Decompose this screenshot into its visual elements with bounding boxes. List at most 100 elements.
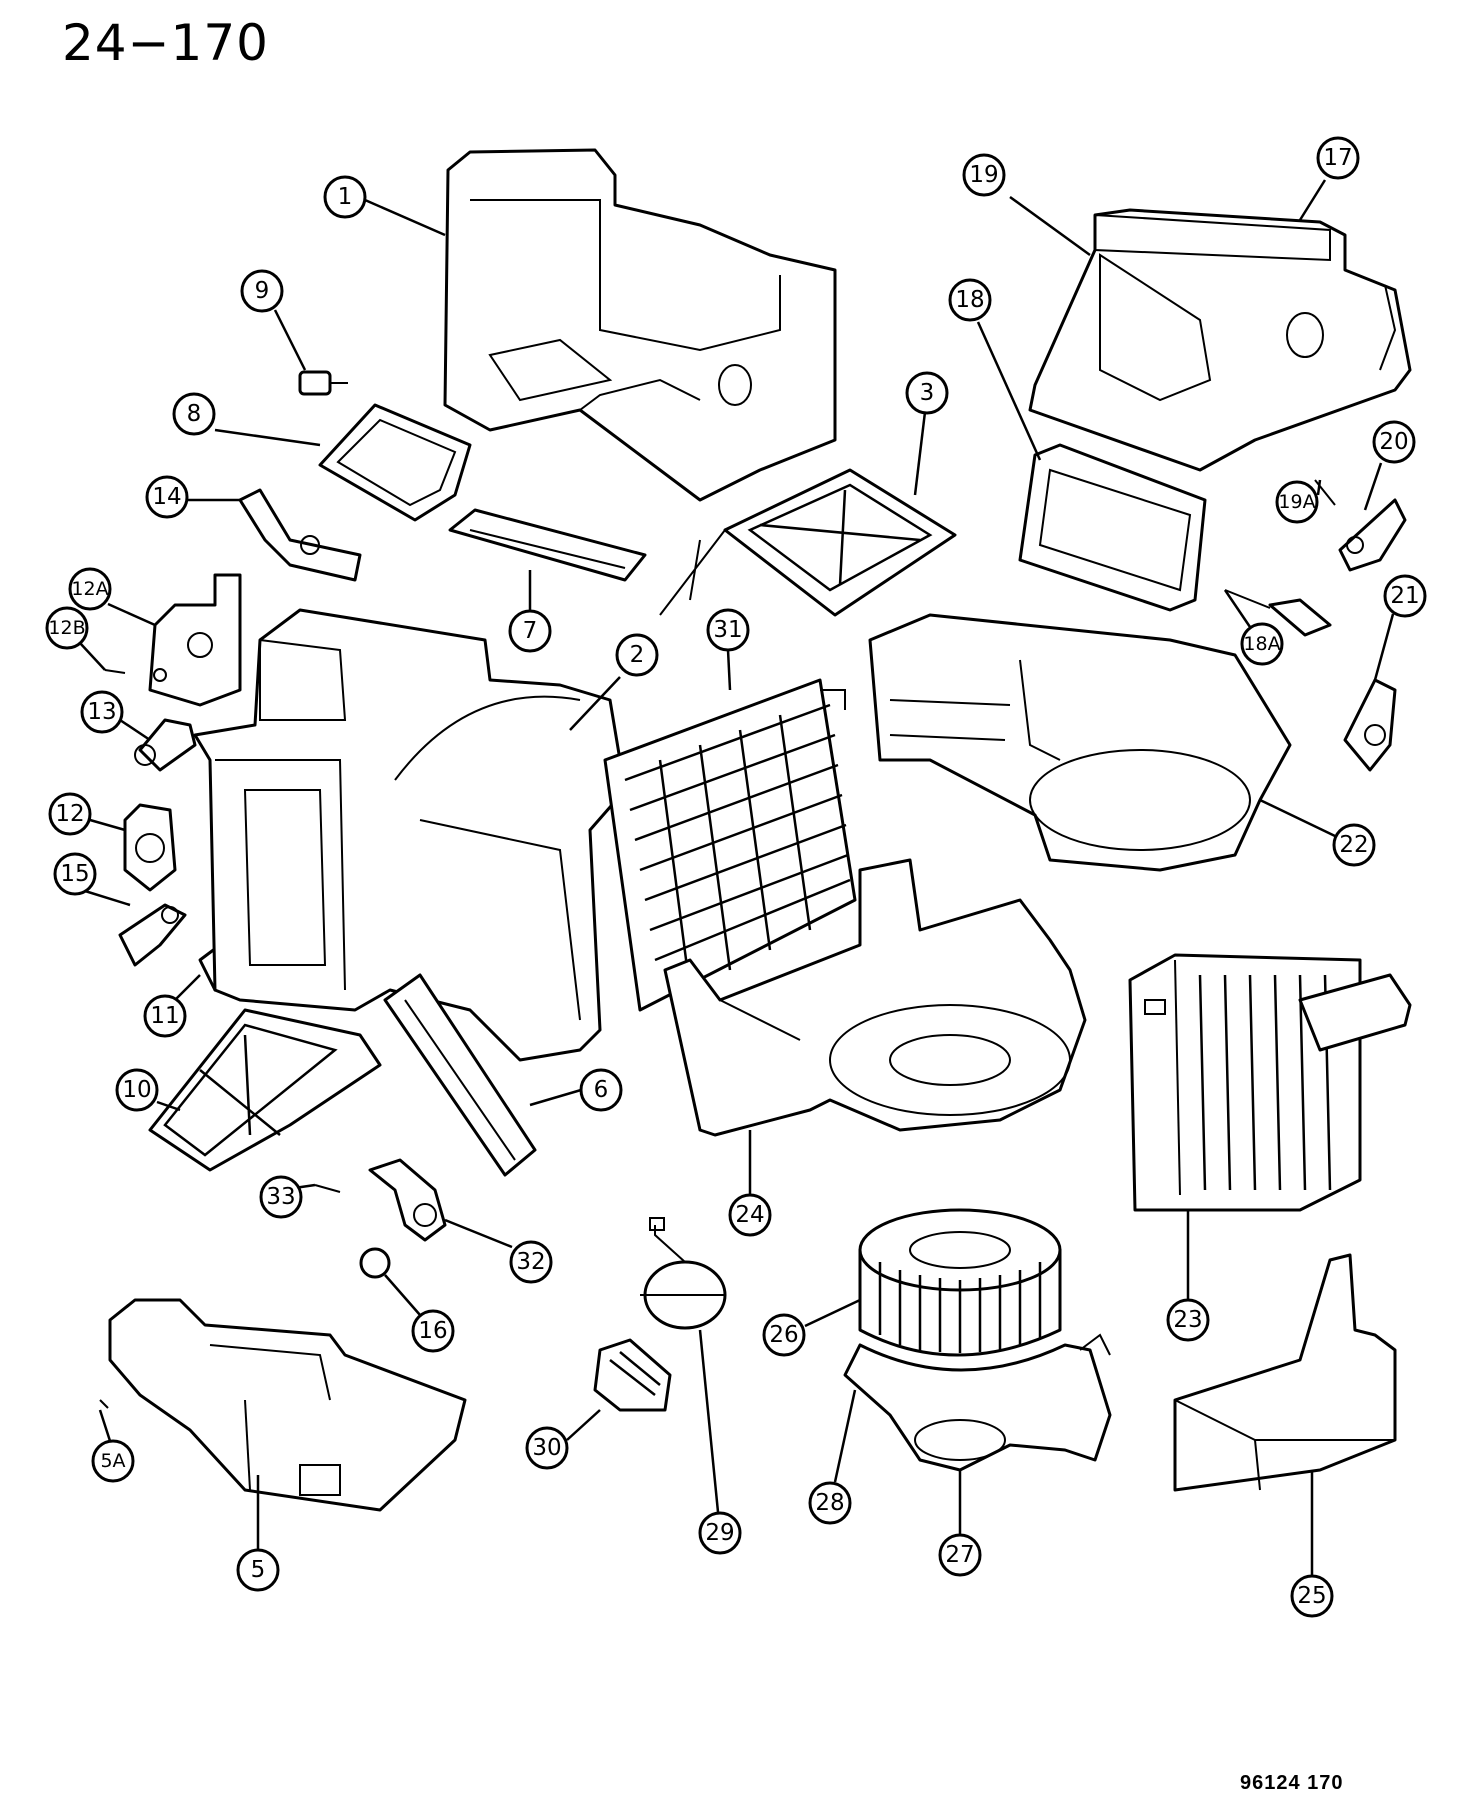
part-15-cam [118, 903, 187, 967]
callout-13: 13 [80, 690, 124, 734]
callout-label: 29 [705, 1520, 734, 1546]
part-28-motor-mount [843, 1333, 1112, 1472]
callout-18: 18 [948, 278, 992, 322]
callout-label: 23 [1173, 1307, 1202, 1333]
callout-label: 12A [71, 578, 108, 600]
part-3-filter-door [659, 468, 957, 617]
callout-label: 12B [48, 617, 85, 639]
callout-18A: 18A [1240, 622, 1284, 666]
callout-label: 27 [945, 1542, 974, 1568]
part-1-upper-housing [443, 148, 837, 502]
part-21-clip [1343, 678, 1397, 772]
callout-label: 10 [122, 1077, 151, 1103]
callout-label: 24 [735, 1202, 764, 1228]
callout-27: 27 [938, 1533, 982, 1577]
callout-label: 5A [100, 1450, 125, 1472]
part-16-gear [359, 1247, 391, 1279]
callout-label: 33 [266, 1184, 295, 1210]
callout-5: 5 [236, 1548, 280, 1592]
callout-19: 19 [962, 153, 1006, 197]
part-23-evaporator [1128, 953, 1412, 1212]
callout-label: 16 [418, 1318, 447, 1344]
part-29-resistor [640, 1217, 727, 1330]
callout-22: 22 [1332, 823, 1376, 867]
callout-label: 11 [150, 1003, 179, 1029]
part-2-main-housing [193, 608, 627, 1062]
callout-label: 19 [969, 162, 998, 188]
callout-30: 30 [525, 1426, 569, 1470]
callout-label: 30 [532, 1435, 561, 1461]
callout-label: 5 [251, 1557, 266, 1583]
callout-12A: 12A [68, 567, 112, 611]
figure-code: 96124 170 [1240, 1772, 1344, 1794]
callout-15: 15 [53, 852, 97, 896]
callout-33: 33 [259, 1175, 303, 1219]
callout-11: 11 [143, 994, 187, 1038]
callout-23: 23 [1166, 1298, 1210, 1342]
part-18-filter-frame [1018, 443, 1207, 612]
part-25-side-panel [1173, 1253, 1397, 1492]
callout-9: 9 [240, 269, 284, 313]
callout-label: 21 [1390, 583, 1419, 609]
callout-14: 14 [145, 475, 189, 519]
part-20-clip [1338, 498, 1407, 572]
part-13-cam [134, 718, 197, 772]
callout-label: 15 [60, 861, 89, 887]
part-18A-sensor [1224, 589, 1332, 637]
callout-label: 2 [630, 642, 645, 668]
leader-lines [79, 179, 1395, 1575]
callout-26: 26 [762, 1313, 806, 1357]
part-33-screw [314, 1184, 341, 1193]
callout-label: 17 [1323, 145, 1352, 171]
part-7-door [448, 508, 647, 582]
callout-16: 16 [411, 1309, 455, 1353]
callout-label: 28 [815, 1490, 844, 1516]
callout-8: 8 [172, 392, 216, 436]
callout-29: 29 [698, 1511, 742, 1555]
callout-label: 12 [55, 801, 84, 827]
callout-label: 32 [516, 1249, 545, 1275]
part-32-lever [368, 1158, 447, 1242]
callout-label: 19A [1278, 491, 1315, 513]
callout-label: 8 [187, 401, 202, 427]
callout-21: 21 [1383, 574, 1427, 618]
callout-1: 1 [323, 175, 367, 219]
part-12B-screw [104, 669, 126, 674]
part-12A-actuator [148, 573, 242, 707]
part-12-gear-actuator [123, 803, 177, 892]
part-30-resistor-block [593, 1338, 672, 1412]
part-24-lower-housing [663, 858, 1087, 1137]
callout-label: 26 [769, 1322, 798, 1348]
part-14-door-lever [238, 488, 362, 582]
part-10-outlet [148, 1008, 382, 1172]
callout-label: 31 [713, 617, 742, 643]
callout-32: 32 [509, 1240, 553, 1284]
callout-19A: 19A [1275, 480, 1319, 524]
callout-label: 18A [1243, 633, 1280, 655]
callout-12: 12 [48, 792, 92, 836]
callout-10: 10 [115, 1068, 159, 1112]
callout-31: 31 [706, 608, 750, 652]
callout-2: 2 [615, 633, 659, 677]
callout-label: 7 [523, 618, 538, 644]
callout-12B: 12B [45, 606, 89, 650]
part-5A-screw [99, 1399, 109, 1409]
callout-label: 22 [1339, 832, 1368, 858]
callout-label: 9 [255, 278, 270, 304]
callout-17: 17 [1316, 136, 1360, 180]
callout-28: 28 [808, 1481, 852, 1525]
callout-24: 24 [728, 1193, 772, 1237]
part-6-door [383, 973, 537, 1177]
callout-20: 20 [1372, 420, 1416, 464]
callout-5A: 5A [91, 1439, 135, 1483]
callout-label: 13 [87, 699, 116, 725]
part-8-gasket [318, 403, 472, 522]
part-31-heater-core [603, 678, 857, 1012]
part-22-blower-housing [868, 613, 1292, 872]
part-17-19-top-duct [1028, 208, 1412, 472]
callout-label: 3 [920, 380, 935, 406]
callout-7: 7 [508, 609, 552, 653]
callout-25: 25 [1290, 1574, 1334, 1618]
page-title: 24−170 [62, 14, 269, 72]
